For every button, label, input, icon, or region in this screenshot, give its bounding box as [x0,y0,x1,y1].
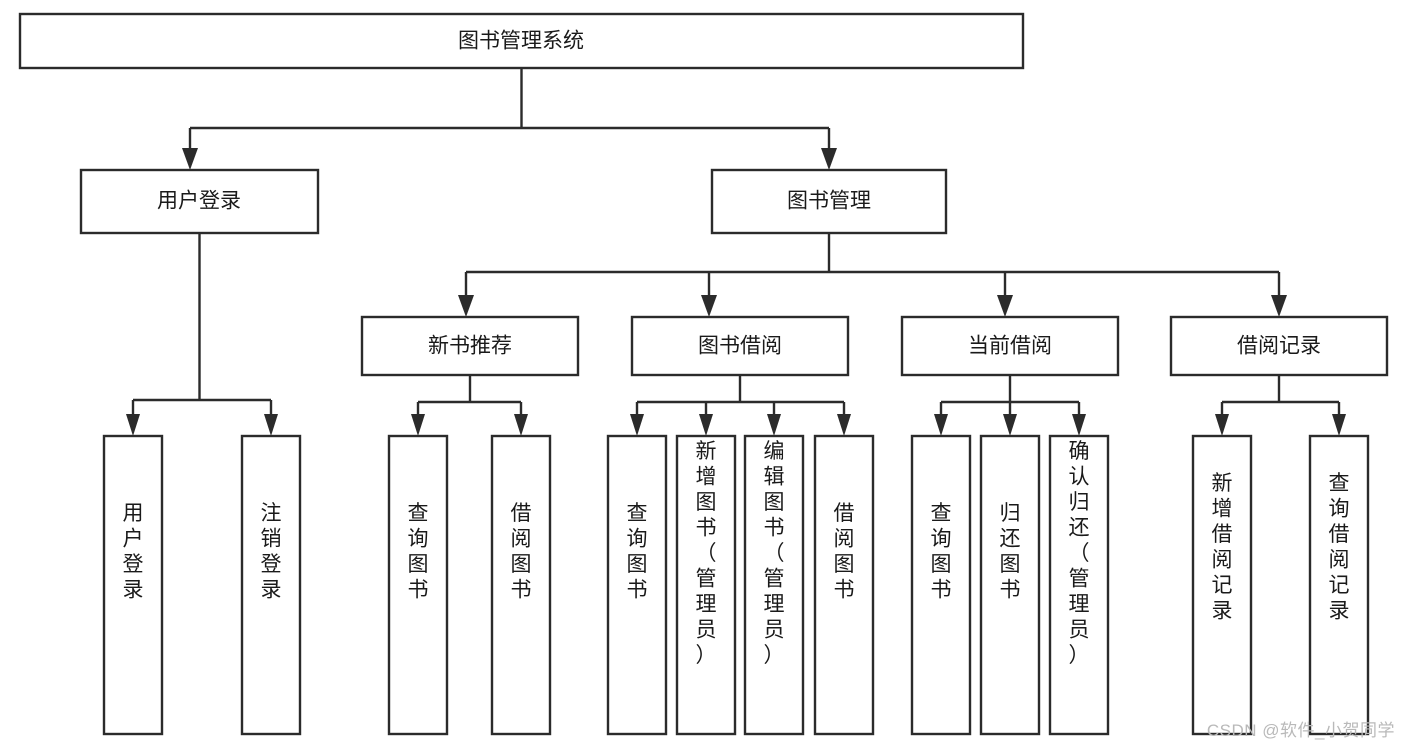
arrow-head-to-borrow-record [1271,295,1287,317]
node-book-borrow[interactable]: 图书借阅 [630,315,850,377]
leaf-user-login-box[interactable] [102,434,164,736]
leaf-add-borrow-record-label: 新增借阅记录 [1212,472,1233,623]
node-new-book-recommend-label: 新书推荐 [428,335,512,358]
leaf-query-book-current[interactable]: 查询图书 [910,434,972,736]
leaf-query-book-borrow[interactable]: 查询图书 [606,434,668,736]
leaf-logout-login-box[interactable] [240,434,302,736]
node-root-system[interactable]: 图书管理系统 [18,12,1025,70]
leaf-borrow-book-recommend[interactable]: 借阅图书 [490,434,552,736]
csdn-watermark: CSDN @软件_小贺同学 [1206,721,1395,740]
arrow-head-leaf-borrow-book-1 [514,414,528,436]
leaf-edit-book[interactable]: 编辑图书（管理员） [743,434,805,736]
node-user-login[interactable]: 用户登录 [79,168,320,235]
leaf-edit-book-label: 编辑图书（管理员） [764,440,785,667]
leaf-query-book-current-box[interactable] [910,434,972,736]
arrow-head-leaf-query-book-2 [630,414,644,436]
leaf-query-book-recommend-label: 查询图书 [408,502,429,602]
leaf-add-book-label: 新增图书（管理员） [696,440,717,667]
arrow-head-to-user-login [182,148,198,170]
node-user-login-label: 用户登录 [157,190,241,213]
node-user-login-box[interactable] [79,168,320,235]
arrow-head-leaf-query-record [1332,414,1346,436]
leaf-borrow-book-box[interactable] [813,434,875,736]
connector-group-current-borrow [934,375,1086,436]
connector-group-book-manage [458,233,1287,317]
leaf-query-book-current-label: 查询图书 [931,502,952,602]
arrow-head-leaf-add-record [1215,414,1229,436]
leaf-borrow-book[interactable]: 借阅图书 [813,434,875,736]
node-borrow-record-box[interactable] [1169,315,1389,377]
arrow-head-leaf-confirm-return [1072,414,1086,436]
leaf-query-borrow-record[interactable]: 查询借阅记录 [1308,434,1370,736]
arrow-head-leaf-logout [264,414,278,436]
arrow-head-leaf-borrow-book-2 [837,414,851,436]
leaf-return-book-box[interactable] [979,434,1041,736]
leaf-add-book-box[interactable] [675,434,737,736]
leaf-return-book-label: 归还图书 [1000,502,1021,602]
arrow-head-to-new-book [458,295,474,317]
leaf-query-book-recommend-box[interactable] [387,434,449,736]
leaf-borrow-book-recommend-label: 借阅图书 [511,502,532,602]
node-root-system-label: 图书管理系统 [458,30,584,53]
leaf-add-borrow-record[interactable]: 新增借阅记录 [1191,434,1253,736]
node-book-borrow-label: 图书借阅 [698,335,782,358]
leaf-query-borrow-record-label: 查询借阅记录 [1329,472,1350,623]
node-book-manage-label: 图书管理 [787,190,871,213]
node-current-borrow[interactable]: 当前借阅 [900,315,1120,377]
node-book-manage[interactable]: 图书管理 [710,168,948,235]
node-current-borrow-box[interactable] [900,315,1120,377]
node-book-borrow-box[interactable] [630,315,850,377]
leaf-borrow-book-label: 借阅图书 [834,502,855,602]
node-new-book-recommend[interactable]: 新书推荐 [360,315,580,377]
leaf-confirm-return[interactable]: 确认归还（管理员） [1048,434,1110,736]
leaf-confirm-return-label: 确认归还（管理员） [1069,440,1090,667]
arrow-head-leaf-query-book-1 [411,414,425,436]
node-borrow-record-label: 借阅记录 [1237,335,1321,358]
connector-group-root [182,68,837,170]
leaf-add-borrow-record-box[interactable] [1191,434,1253,736]
leaf-add-book[interactable]: 新增图书（管理员） [675,434,737,736]
leaf-user-login[interactable]: 用户登录 [102,434,164,736]
node-root-system-box[interactable] [18,12,1025,70]
leaf-user-login-label: 用户登录 [123,502,144,602]
connector-group-book-borrow [630,375,851,436]
arrow-head-leaf-return-book [1003,414,1017,436]
leaf-edit-book-box[interactable] [743,434,805,736]
leaf-query-book-borrow-label: 查询图书 [627,502,648,602]
connector-group-borrow-record [1215,375,1346,436]
node-borrow-record[interactable]: 借阅记录 [1169,315,1389,377]
leaf-borrow-book-recommend-box[interactable] [490,434,552,736]
arrow-head-leaf-query-book-3 [934,414,948,436]
leaf-logout-login[interactable]: 注销登录 [240,434,302,736]
leaf-query-book-borrow-box[interactable] [606,434,668,736]
node-new-book-recommend-box[interactable] [360,315,580,377]
leaf-query-borrow-record-box[interactable] [1308,434,1370,736]
arrow-head-to-book-borrow [701,295,717,317]
leaf-confirm-return-box[interactable] [1048,434,1110,736]
arrow-head-leaf-add-book [699,414,713,436]
arrow-head-leaf-user-login [126,414,140,436]
leaf-query-book-recommend[interactable]: 查询图书 [387,434,449,736]
leaf-return-book[interactable]: 归还图书 [979,434,1041,736]
node-current-borrow-label: 当前借阅 [968,335,1052,358]
connector-group-user-login [126,233,278,436]
node-book-manage-box[interactable] [710,168,948,235]
connector-group-new-book [411,375,528,436]
arrow-head-to-book-manage [821,148,837,170]
leaf-logout-login-label: 注销登录 [261,502,282,602]
arrow-head-to-current-borrow [997,295,1013,317]
arrow-head-leaf-edit-book [767,414,781,436]
